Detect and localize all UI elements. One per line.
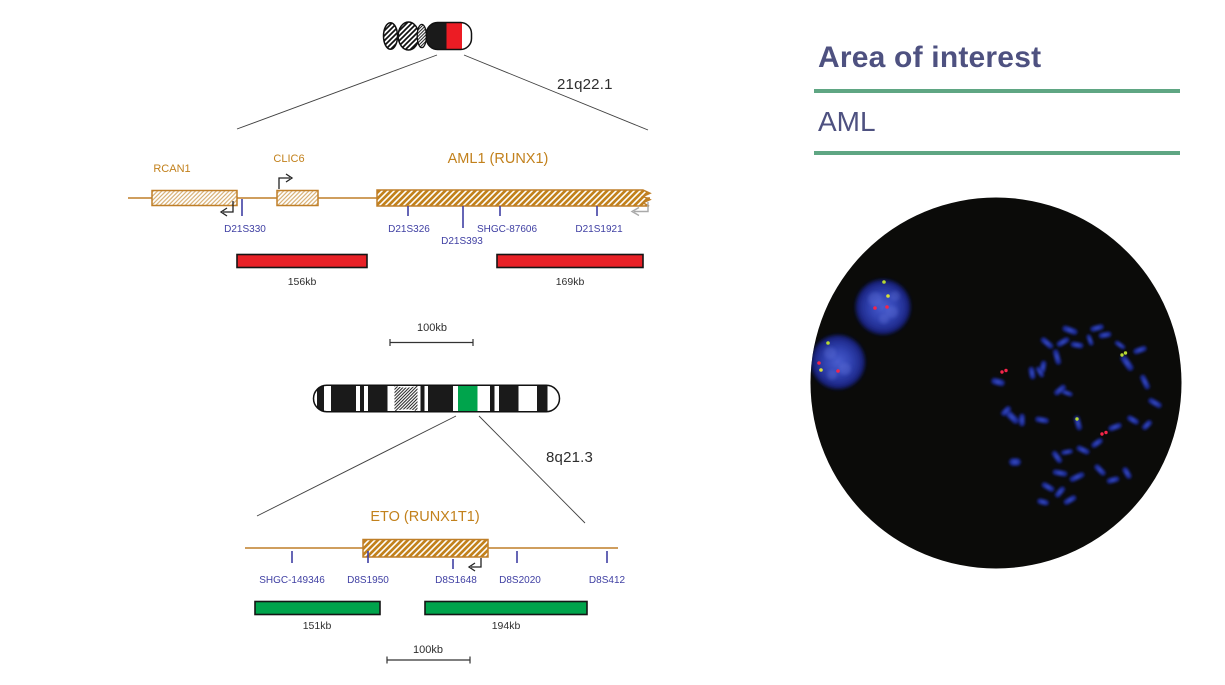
probe-size-194kb: 194kb: [491, 620, 521, 632]
green-signal-dot: [1120, 353, 1124, 357]
chr21-region-label: 21q22.1: [557, 76, 613, 93]
marker-label-d8s1950: D8S1950: [347, 575, 389, 586]
interphase-nucleus-1: [854, 278, 912, 336]
probe-size-169kb: 169kb: [555, 276, 585, 288]
chr8-region-label: 8q21.3: [546, 449, 594, 466]
probe-size-151kb: 151kb: [302, 620, 332, 632]
fish-microscopy-image: [810, 197, 1182, 569]
metaphase-chromosomes: [991, 323, 1162, 506]
red-signal-dot: [1000, 370, 1004, 374]
clic6-gene-label: CLIC6: [273, 153, 305, 165]
rcan1-gene-box: [151, 189, 238, 207]
clic6-transcription-arrow-icon: [278, 173, 294, 189]
chr8-gene-map: [245, 538, 618, 664]
probe-bar-151kb: [254, 600, 381, 616]
clic6-gene-box: [276, 189, 319, 207]
green-signal-dot: [1075, 417, 1079, 421]
marker-label-d21s330: D21S330: [224, 224, 266, 235]
marker-label-d8s2020: D8S2020: [499, 575, 541, 586]
aml1-transcription-arrow-icon: [630, 202, 649, 217]
panel-divider-bottom: [814, 151, 1180, 155]
green-signal-dot: [882, 280, 886, 284]
chr21-scale-bar: [389, 339, 474, 346]
red-signal-dot: [1100, 432, 1104, 436]
probe-bar-156kb: [236, 253, 368, 269]
chr21-scale-label: 100kb: [417, 322, 447, 334]
red-signal-dot: [1104, 430, 1108, 435]
eto-transcription-arrow-icon: [467, 558, 482, 572]
area-of-interest-title: Area of interest: [818, 41, 1042, 74]
probe-size-156kb: 156kb: [287, 276, 317, 288]
chr8-scale-label: 100kb: [413, 644, 443, 656]
red-signal-dot: [885, 305, 889, 309]
red-signal-dot: [1004, 368, 1008, 373]
chr8-probe-bars: [254, 600, 588, 616]
chr8-ideogram: [312, 384, 561, 413]
probe-bar-169kb: [496, 253, 644, 269]
chr8-marker-ticks: [291, 551, 608, 569]
marker-label-shgc87606: SHGC-87606: [476, 224, 538, 235]
eto-gene-box: [362, 538, 489, 558]
chr21-marker-ticks: [241, 199, 598, 228]
chr21-callout-lines: [236, 54, 649, 131]
red-signal-dot: [836, 369, 840, 373]
chr8-green-band-8q21: [458, 385, 478, 412]
chr21-gene-map: [128, 173, 652, 346]
aml1-gene-box: [376, 189, 652, 207]
gene-maps-diagram: [128, 21, 652, 664]
green-signal-dot: [1123, 351, 1128, 355]
green-signal-dot: [826, 341, 830, 345]
chr21-probe-bars: [236, 253, 644, 269]
marker-label-d8s1648: D8S1648: [435, 575, 477, 586]
marker-label-d21s326: D21S326: [388, 224, 430, 235]
marker-label-shgc149346: SHGC-149346: [259, 575, 325, 586]
aml1-gene-label: AML1 (RUNX1): [447, 151, 549, 167]
chr21-ideogram: [382, 21, 473, 51]
red-signal-dot: [873, 306, 877, 310]
marker-label-d21s393: D21S393: [441, 236, 483, 247]
red-signal-dot: [817, 361, 821, 365]
rcan1-gene-label: RCAN1: [153, 163, 191, 175]
green-signal-dot: [819, 368, 823, 372]
eto-gene-label: ETO (RUNX1T1): [370, 509, 480, 525]
panel-divider-top: [814, 89, 1180, 93]
fish-signals: [817, 280, 1128, 436]
chr8-callout-lines: [256, 415, 586, 524]
chr21-red-band-21q22: [446, 22, 462, 50]
interphase-nucleus-2: [810, 333, 867, 391]
area-of-interest-value: AML: [818, 106, 876, 137]
marker-label-d21s1921: D21S1921: [575, 224, 623, 235]
green-signal-dot: [886, 294, 890, 298]
probe-bar-194kb: [424, 600, 588, 616]
marker-label-d8s412: D8S412: [588, 575, 626, 586]
chr21-black-band: [426, 22, 447, 50]
rcan1-transcription-arrow-icon: [219, 201, 234, 217]
chr8-scale-bar: [386, 656, 471, 664]
chr8-centromere: [394, 385, 418, 412]
